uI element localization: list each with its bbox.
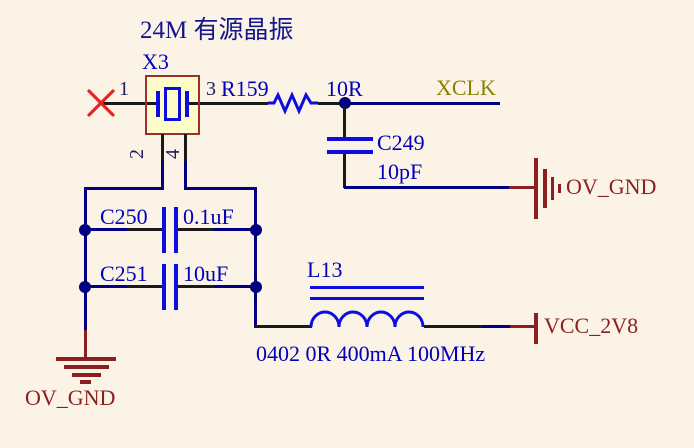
c250-wire-left	[85, 228, 127, 231]
c251-designator[interactable]: C251	[100, 261, 148, 286]
gnd-bottom-bar2	[64, 365, 109, 369]
c251-wire-right	[214, 285, 256, 288]
gnd-right-bar1[interactable]	[534, 158, 538, 219]
c249-bottom-lead	[343, 154, 346, 188]
crystal-plate-left	[156, 91, 160, 117]
resistor-value[interactable]: 10R	[326, 76, 363, 101]
c250-wire-right	[214, 228, 256, 231]
inductor-value[interactable]: 0402 0R 400mA 100MHz	[256, 341, 486, 366]
c251-plate-right[interactable]	[174, 264, 178, 310]
gnd-bottom-bar3	[72, 373, 101, 377]
gnd-right-lead	[509, 186, 536, 189]
c249-plate-bottom[interactable]	[327, 150, 373, 154]
vcc-lead	[510, 325, 536, 328]
c250-plate-right[interactable]	[174, 207, 178, 253]
c251-wire-left	[85, 285, 127, 288]
wire-vcc	[482, 325, 510, 328]
wire-pin4	[184, 161, 187, 190]
wire-top-left	[84, 187, 164, 190]
c250-designator[interactable]: C250	[100, 204, 148, 229]
c250-value[interactable]: 0.1uF	[183, 204, 234, 229]
wire-to-inductor	[254, 325, 312, 328]
crystal-pin4-line	[184, 134, 187, 162]
crystal-lead-right	[188, 102, 198, 105]
schematic-title: 24M 有源晶振	[140, 17, 294, 44]
crystal-pin3-number: 3	[206, 78, 216, 100]
crystal-pin3-line	[200, 102, 268, 105]
gnd-bottom-bar1[interactable]	[56, 357, 116, 361]
gnd-right-bar2	[543, 169, 547, 208]
crystal-pin1-number: 1	[119, 78, 129, 100]
wire-c249-gnd	[344, 186, 509, 189]
wire-top-right	[184, 187, 257, 190]
crystal-pin2-number: 2	[126, 149, 148, 159]
wire-pin2	[161, 161, 164, 190]
c250-lead-right	[178, 228, 214, 231]
gnd-bottom-bar4	[80, 380, 91, 384]
inductor-coil[interactable]	[309, 309, 426, 329]
c249-designator[interactable]: C249	[377, 130, 425, 155]
wire-left-rail	[84, 187, 87, 332]
power-label-gnd-right[interactable]: OV_GND	[566, 174, 657, 199]
resistor-symbol[interactable]	[268, 88, 318, 118]
c251-plate-left[interactable]	[162, 264, 166, 310]
junction-dot-c251-right	[250, 281, 262, 293]
junction-dot-c250-right	[250, 224, 262, 236]
inductor-core-line1	[310, 286, 424, 289]
crystal-pin4-number: 4	[162, 149, 184, 159]
c251-value[interactable]: 10uF	[183, 261, 229, 286]
power-label-gnd-bottom[interactable]: OV_GND	[25, 385, 116, 410]
crystal-lead-left	[147, 102, 157, 105]
c250-plate-left[interactable]	[162, 207, 166, 253]
resistor-designator[interactable]: R159	[221, 76, 269, 101]
crystal-pin2-line	[161, 134, 164, 162]
no-erc-x-icon	[87, 89, 115, 117]
crystal-rect	[164, 87, 181, 121]
inductor-right-lead	[424, 325, 482, 328]
wire-right-rail	[254, 187, 257, 328]
inductor-core-line2	[310, 297, 424, 300]
resistor-right-lead	[318, 102, 345, 105]
net-label-xclk[interactable]: XCLK	[436, 75, 496, 100]
c249-value[interactable]: 10pF	[377, 159, 423, 184]
inductor-designator[interactable]: L13	[307, 257, 343, 282]
c249-top-lead	[343, 105, 346, 138]
gnd-bottom-stem	[84, 330, 87, 358]
wire-xclk	[345, 102, 500, 105]
crystal-designator[interactable]: X3	[142, 49, 169, 74]
c249-plate-top[interactable]	[327, 137, 373, 141]
c251-lead-right	[178, 285, 214, 288]
c251-lead-left	[127, 285, 163, 288]
crystal-pin1-line	[100, 102, 146, 105]
gnd-right-bar3	[551, 177, 554, 200]
crystal-plate-right	[185, 91, 189, 117]
crystal-symbol[interactable]	[145, 75, 200, 135]
power-label-vcc[interactable]: VCC_2V8	[544, 313, 639, 338]
c250-lead-left	[127, 228, 163, 231]
gnd-right-bar4	[558, 184, 561, 193]
vcc-bar[interactable]	[534, 313, 538, 344]
